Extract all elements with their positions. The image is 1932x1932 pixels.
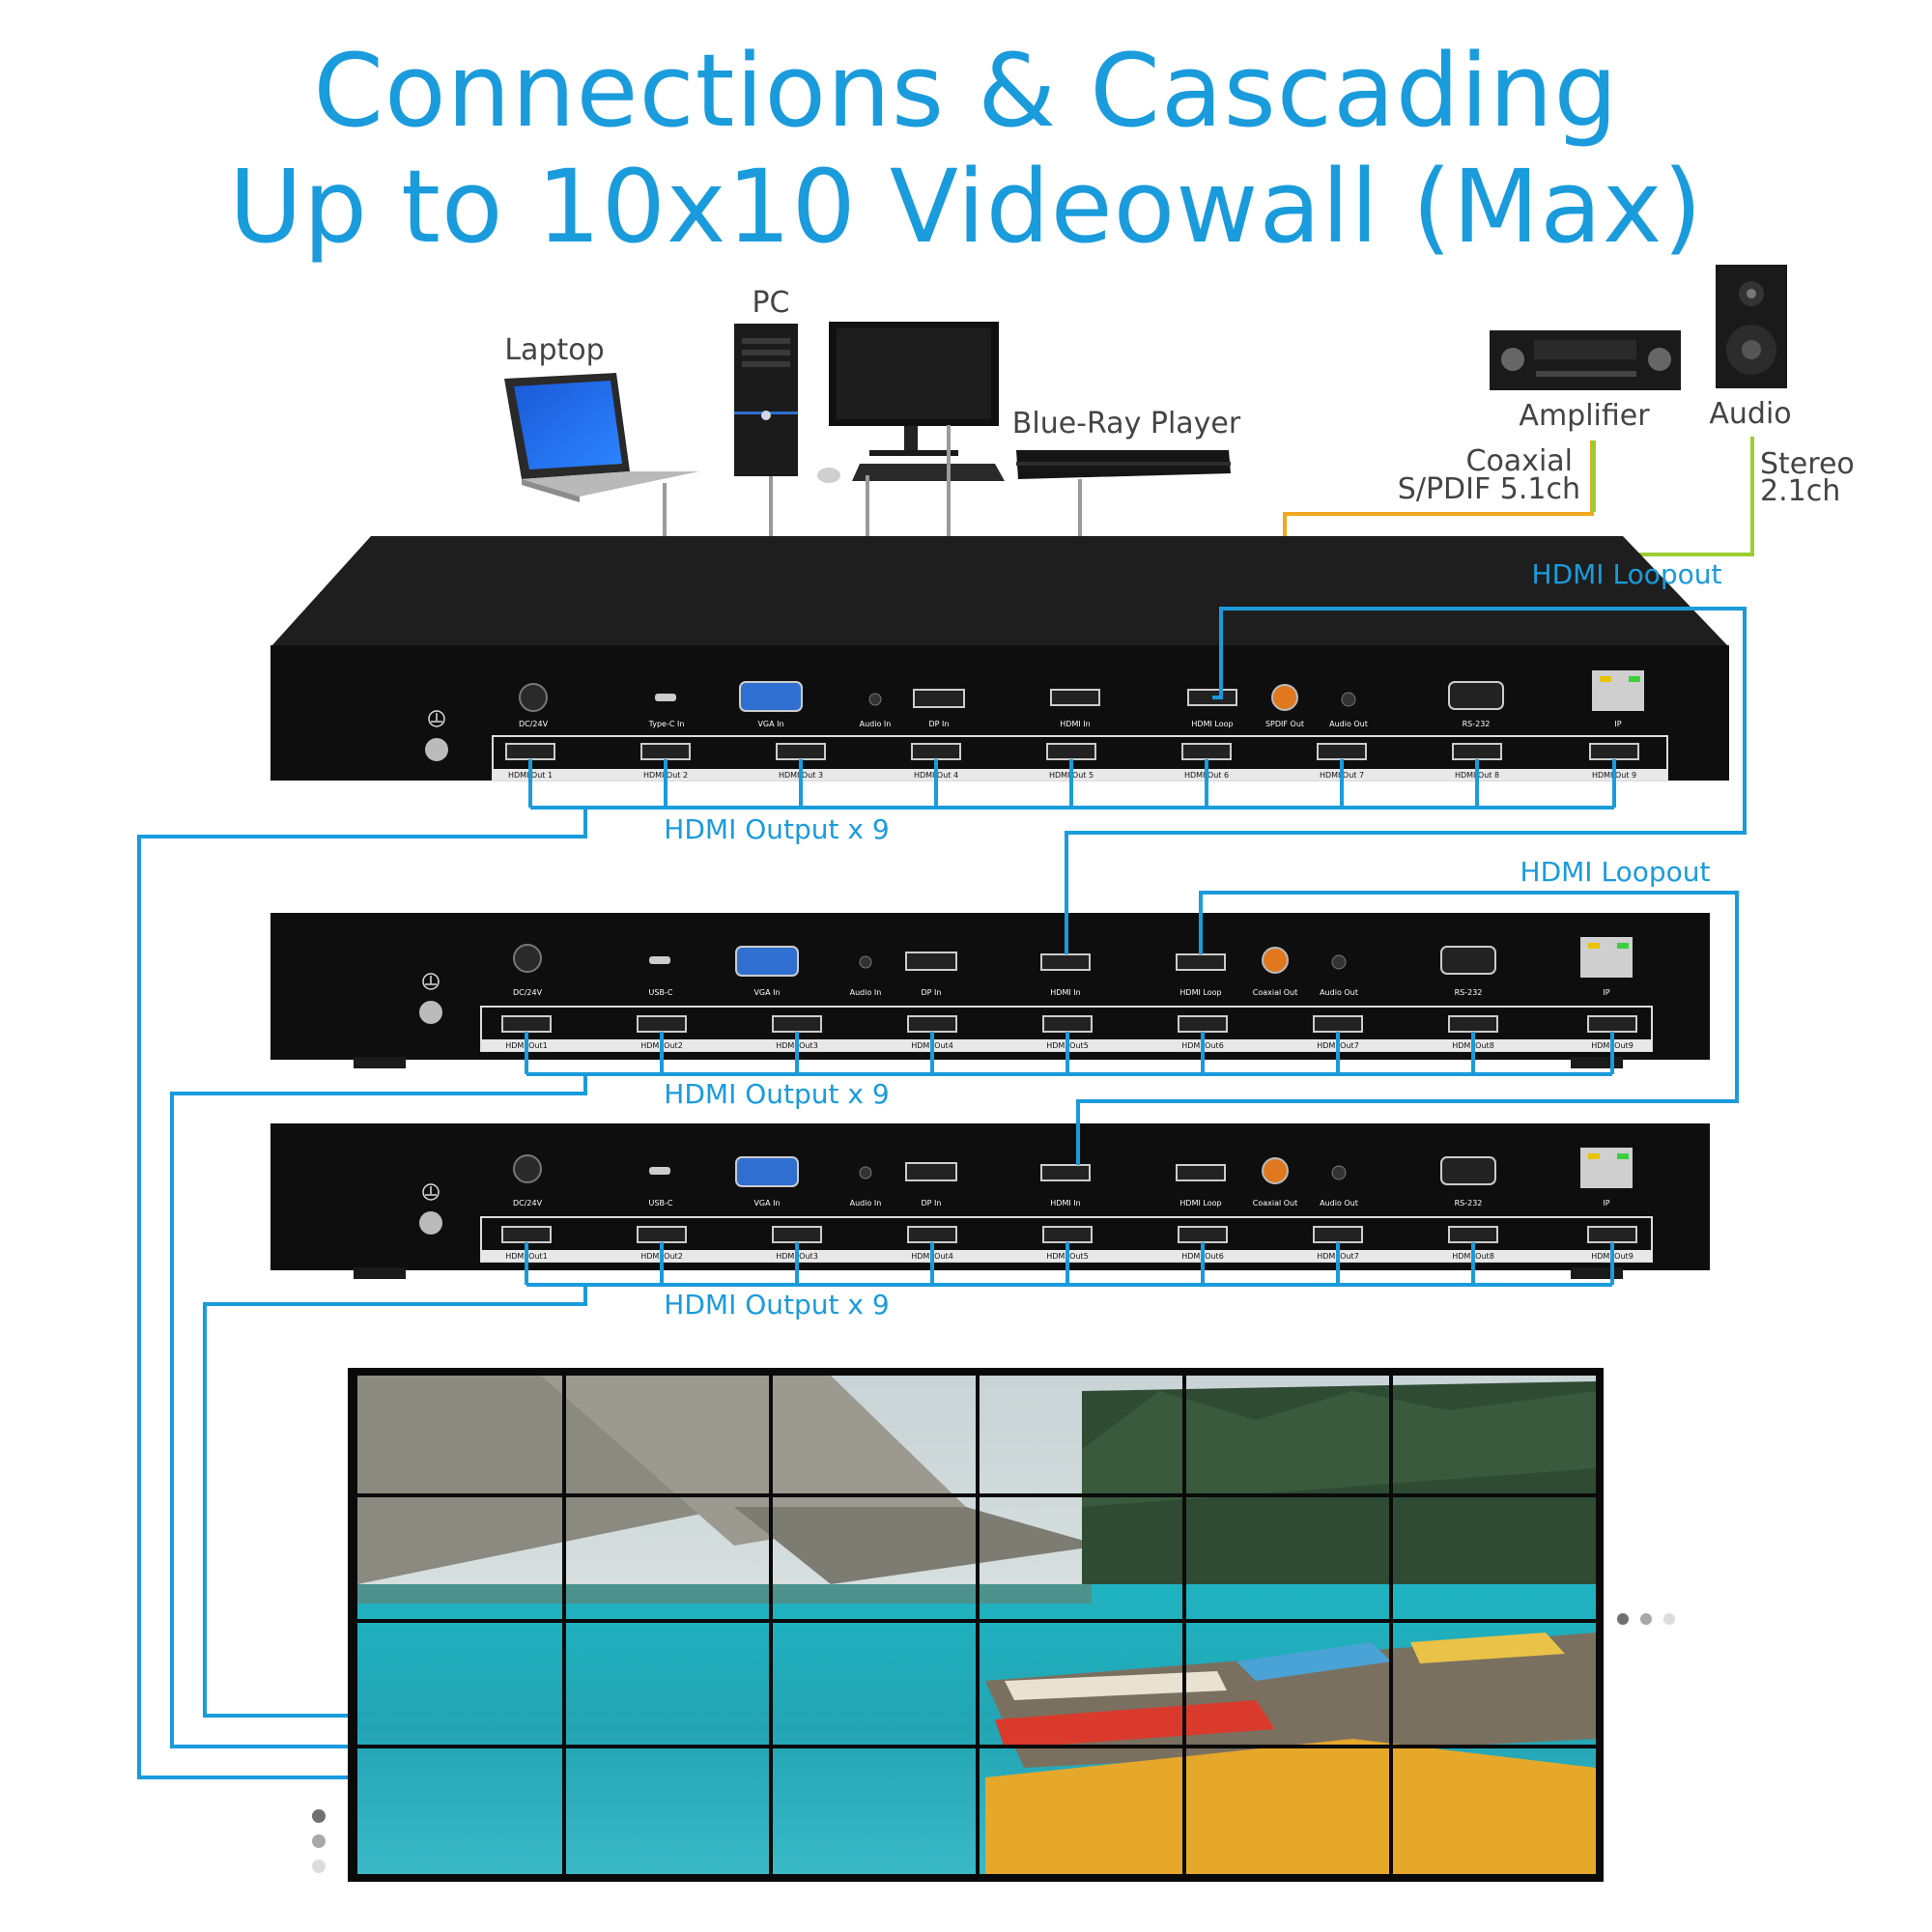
carousel-dots-left	[312, 1809, 326, 1873]
bluray-label: Blue-Ray Player	[1012, 407, 1241, 440]
port-label: Audio Out	[1329, 720, 1368, 728]
port-label: VGA In	[753, 1199, 780, 1208]
bluray-player-icon	[1016, 450, 1231, 479]
port-label: RS-232	[1455, 1199, 1483, 1208]
loopout-label-1: HDMI Loopout	[1532, 558, 1722, 590]
page-title: Connections & Cascading	[313, 32, 1619, 150]
port-label: HDMI Loop	[1179, 988, 1221, 997]
pc-tower-icon	[734, 324, 798, 476]
port-label: Type-C In	[648, 720, 685, 728]
amplifier-icon	[1490, 330, 1681, 390]
port-label: DC/24V	[513, 1199, 543, 1208]
port-label: Audio In	[860, 720, 892, 728]
port-label: DP In	[922, 1199, 942, 1208]
hdmi-cabling	[137, 607, 1747, 1779]
stereo-label-1: Stereo	[1760, 447, 1855, 481]
port-label: VGA In	[757, 720, 783, 728]
pc-label: PC	[752, 286, 789, 320]
matrix-unit-2	[270, 913, 1710, 1068]
carousel-dots-right	[1617, 1613, 1675, 1625]
port-label: HDMI In	[1060, 720, 1090, 728]
ports-row-unit-3	[513, 1148, 1633, 1188]
port-label: HDMI Loop	[1191, 720, 1233, 728]
audio-label: Audio	[1709, 397, 1791, 431]
port-label: Audio Out	[1320, 988, 1358, 997]
ports-row-unit-2	[513, 937, 1633, 978]
amplifier-label: Amplifier	[1519, 399, 1650, 433]
port-label: HDMI Loop	[1179, 1199, 1221, 1208]
port-label: IP	[1603, 988, 1609, 997]
port-label: DP In	[922, 988, 942, 997]
output-count-label-1: HDMI Output x 9	[664, 813, 889, 845]
port-label: Coaxial Out	[1253, 988, 1298, 997]
port-label: DC/24V	[513, 988, 543, 997]
videowall	[348, 1368, 1604, 1882]
port-label: Audio In	[850, 988, 882, 997]
ground-icon	[419, 973, 442, 1024]
loopout-label-2: HDMI Loopout	[1520, 856, 1711, 888]
ground-icon	[425, 710, 448, 761]
port-label: IP	[1603, 1199, 1609, 1208]
coaxial-label-1: Coaxial	[1466, 444, 1574, 478]
matrix-unit-3	[270, 1123, 1710, 1279]
port-label: Audio Out	[1320, 1199, 1358, 1208]
port-label: Audio In	[850, 1199, 882, 1208]
port-label: Coaxial Out	[1253, 1199, 1298, 1208]
monitor-icon	[817, 322, 1005, 483]
port-label: VGA In	[753, 988, 780, 997]
speaker-icon	[1716, 265, 1787, 388]
output-count-label-3: HDMI Output x 9	[664, 1289, 889, 1321]
port-label: RS-232	[1455, 988, 1483, 997]
port-label: HDMI In	[1050, 1199, 1080, 1208]
page-subtitle: Up to 10x10 Videowall (Max)	[228, 148, 1704, 266]
stereo-label-2: 2.1ch	[1760, 474, 1840, 508]
videowall-grid	[352, 1372, 1600, 1878]
coaxial-label-2: S/PDIF 5.1ch	[1398, 472, 1580, 506]
port-labels-unit-2: DC/24V USB-C VGA In Audio In DP In HDMI …	[513, 988, 1610, 997]
port-labels-unit-1: DC/24V Type-C In VGA In Audio In DP In H…	[519, 720, 1622, 728]
port-label: USB-C	[649, 1199, 673, 1208]
port-label: RS-232	[1463, 720, 1491, 728]
laptop-icon	[504, 373, 699, 502]
port-label: IP	[1614, 720, 1621, 728]
laptop-label: Laptop	[504, 333, 604, 367]
port-labels-unit-3: DC/24V USB-C VGA In Audio In DP In HDMI …	[513, 1199, 1610, 1208]
port-label: DP In	[929, 720, 950, 728]
matrix-unit-1	[270, 536, 1729, 781]
ports-row-unit-1	[519, 670, 1644, 712]
ground-icon	[419, 1183, 442, 1235]
output-count-label-2: HDMI Output x 9	[664, 1078, 889, 1110]
port-label: HDMI In	[1050, 988, 1080, 997]
port-label: SPDIF Out	[1265, 720, 1304, 728]
port-label: DC/24V	[519, 720, 549, 728]
port-label: USB-C	[649, 988, 673, 997]
